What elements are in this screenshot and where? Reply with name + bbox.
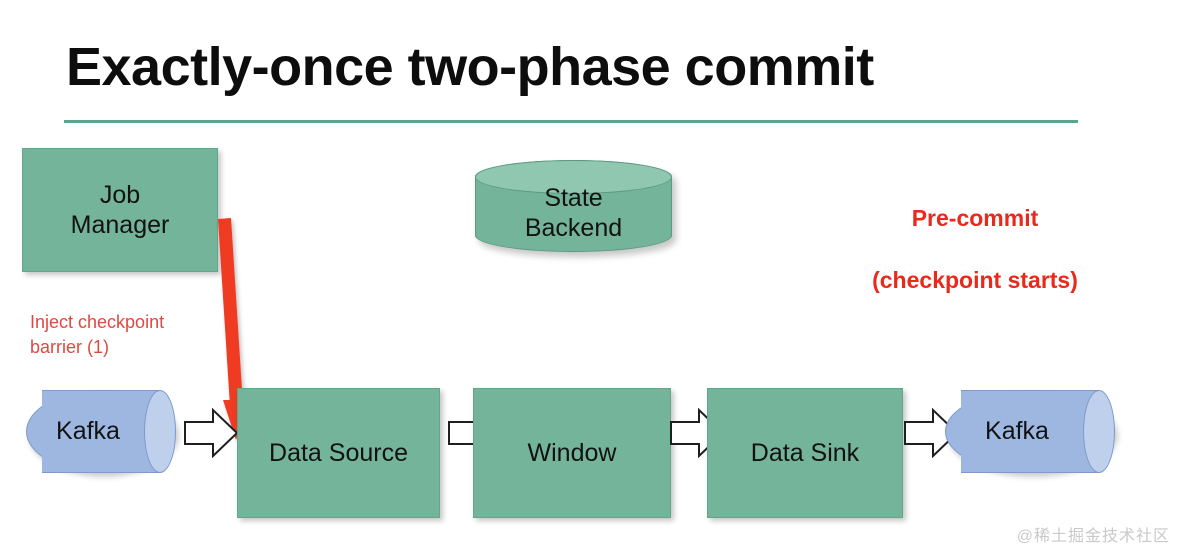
node-kafka-source-label: Kafka — [56, 417, 120, 445]
node-kafka-source[interactable]: Kafka — [26, 390, 176, 473]
node-state-backend[interactable]: State Backend — [475, 160, 672, 252]
watermark: @稀土掘金技术社区 — [1016, 528, 1170, 545]
node-kafka-sink-label: Kafka — [985, 417, 1049, 445]
node-data-sink[interactable]: Data Sink — [707, 388, 903, 518]
node-job-manager[interactable]: Job Manager — [22, 148, 218, 272]
annotation-pre-commit: Pre-commit (checkpoint starts) — [855, 172, 1095, 327]
kafka-sink-cylinder-cap — [1083, 390, 1115, 473]
annotation-inject-barrier: Inject checkpoint barrier (1) — [30, 312, 165, 357]
page-title: Exactly-once two-phase commit — [66, 37, 874, 97]
pre-commit-line2: (checkpoint starts) — [872, 267, 1078, 294]
flow-arrow-data-sink-to-kafka — [904, 408, 959, 458]
node-data-source[interactable]: Data Source — [237, 388, 440, 518]
title-divider — [64, 120, 1078, 123]
node-window[interactable]: Window — [473, 388, 671, 518]
flow-arrow-kafka-to-data-source — [184, 408, 239, 458]
state-backend-line1: State — [544, 184, 603, 212]
node-data-sink-label: Data Sink — [750, 438, 860, 467]
state-backend-cylinder-top — [475, 160, 672, 194]
state-backend-line2: Backend — [524, 214, 623, 242]
job-manager-line2: Manager — [70, 211, 170, 239]
node-state-backend-label: State Backend — [475, 160, 672, 252]
kafka-source-cylinder-cap — [144, 390, 176, 473]
node-window-label: Window — [527, 438, 617, 467]
kafka-source-cylinder-rect — [42, 390, 160, 473]
pre-commit-line1: Pre-commit — [911, 205, 1039, 232]
job-manager-line1: Job — [99, 180, 141, 209]
kafka-sink-cylinder-rect — [961, 390, 1099, 473]
node-job-manager-label: Job Manager — [71, 180, 170, 241]
node-data-source-label: Data Source — [269, 438, 408, 467]
node-kafka-sink[interactable]: Kafka — [945, 390, 1115, 473]
